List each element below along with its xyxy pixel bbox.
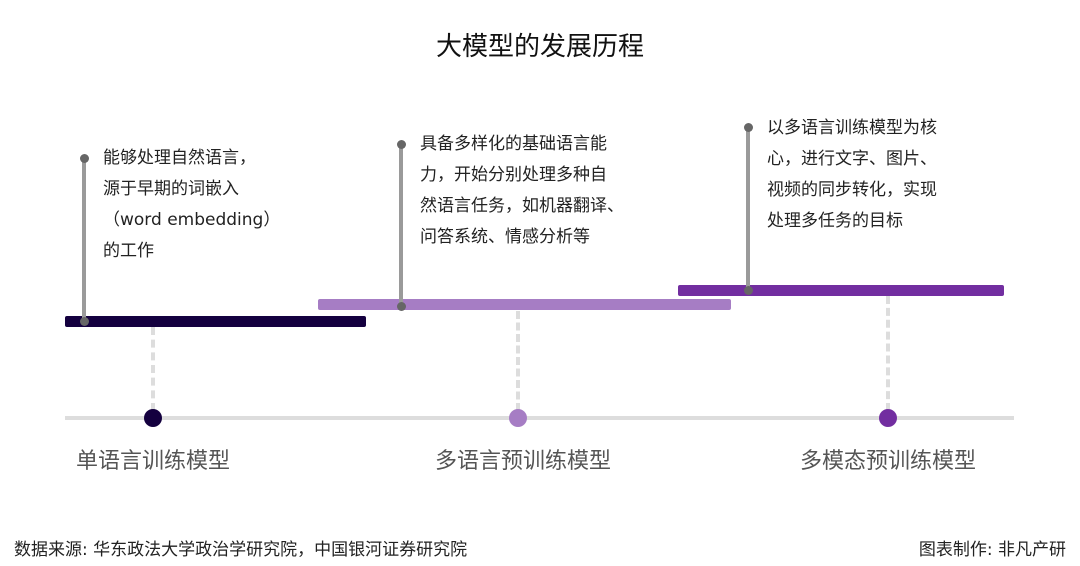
desc-line: 问答系统、情感分析等 (420, 227, 590, 247)
stage-description-1: 能够处理自然语言， 源于早期的词嵌入 （word embedding） 的工作 (103, 143, 403, 267)
desc-line: 处理多任务的目标 (767, 211, 903, 231)
diagram-title: 大模型的发展历程 (435, 32, 644, 62)
timeline-node-1 (144, 409, 162, 427)
stage-bar-3 (678, 285, 1004, 296)
timeline-axis (65, 416, 1014, 420)
desc-line: 具备多样化的基础语言能 (420, 134, 607, 154)
desc-line: （word embedding） (103, 210, 281, 230)
desc-line: 能够处理自然语言， (103, 148, 256, 168)
pin-bottom-dot-3 (744, 286, 753, 295)
data-source: 数据来源: 华东政法大学政治学研究院，中国银河证券研究院 (14, 540, 468, 560)
stage-bar-1 (65, 316, 366, 327)
pin-bottom-dot-2 (397, 302, 406, 311)
desc-line: 源于早期的词嵌入 (103, 179, 239, 199)
desc-line: 的工作 (103, 241, 154, 261)
stage-description-3: 以多语言训练模型为核心，进行文字、图片、视频的同步转化，实现处理多任务的目标 (767, 113, 1067, 237)
desc-line: 力，开始分别处理多种自 (420, 165, 607, 185)
pin-top-dot-1 (80, 154, 89, 163)
desc-line: 心，进行文字、图片、 (767, 149, 937, 169)
pin-line-1 (82, 158, 86, 321)
dashed-connector-3 (886, 296, 890, 411)
stage-label-1: 单语言训练模型 (75, 449, 230, 474)
timeline-node-2 (509, 409, 527, 427)
desc-line: 然语言任务，如机器翻译、 (420, 196, 624, 216)
stage-bar-2 (318, 299, 731, 310)
stage-description-2: 具备多样化的基础语言能力，开始分别处理多种自然语言任务，如机器翻译、问答系统、情… (420, 129, 720, 253)
stage-label-3: 多模态预训练模型 (799, 449, 976, 474)
pin-line-2 (399, 144, 403, 306)
desc-line: 以多语言训练模型为核 (767, 118, 937, 138)
pin-top-dot-2 (397, 140, 406, 149)
stage-label-2: 多语言预训练模型 (434, 449, 611, 474)
pin-line-3 (746, 127, 750, 291)
dashed-connector-1 (151, 327, 155, 411)
pin-top-dot-3 (744, 123, 753, 132)
chart-credit: 图表制作: 非凡产研 (918, 540, 1066, 560)
timeline-node-3 (879, 409, 897, 427)
desc-line: 视频的同步转化，实现 (767, 180, 937, 200)
dashed-connector-2 (516, 311, 520, 411)
pin-bottom-dot-1 (80, 317, 89, 326)
